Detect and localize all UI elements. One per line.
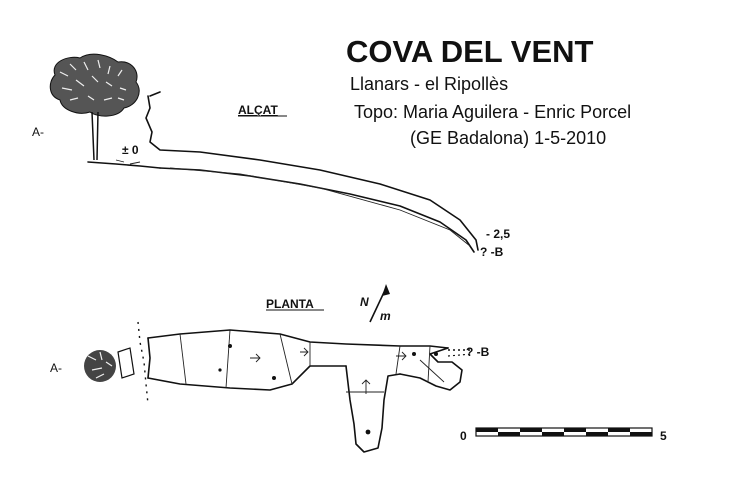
scale-end-label: 5 [660,429,667,443]
north-label-m: m [380,309,391,323]
end-label-plan: ? -B [466,345,490,359]
north-arrow-icon [369,284,390,323]
entrance-label-elevation: A- [32,125,44,139]
club-date: (GE Badalona) 1-5-2010 [410,128,606,148]
rock-block-icon [117,347,135,379]
plan-label: PLANTA [266,297,314,311]
end-label-elevation: ? -B [480,245,504,259]
topo-credits: Topo: Maria Aguilera - Enric Porcel [354,102,631,122]
survey-line [179,329,445,435]
location-text: Llanars - el Ripollès [350,74,508,94]
bush-icon [84,350,116,382]
entrance-label-plan: A- [50,361,62,375]
depth-bottom-label: - 2,5 [486,227,510,241]
elevation-label: ALÇAT [238,103,278,117]
elevation-profile [87,91,479,253]
scale-start-label: 0 [460,429,467,443]
dripline [137,321,149,405]
depth-top-label: ± 0 [122,143,139,157]
survey-title: COVA DEL VENT [346,34,594,69]
tree-icon [49,53,140,161]
scale-bar [475,427,653,437]
plan-outline [147,329,473,453]
north-label-n: N [360,295,369,309]
